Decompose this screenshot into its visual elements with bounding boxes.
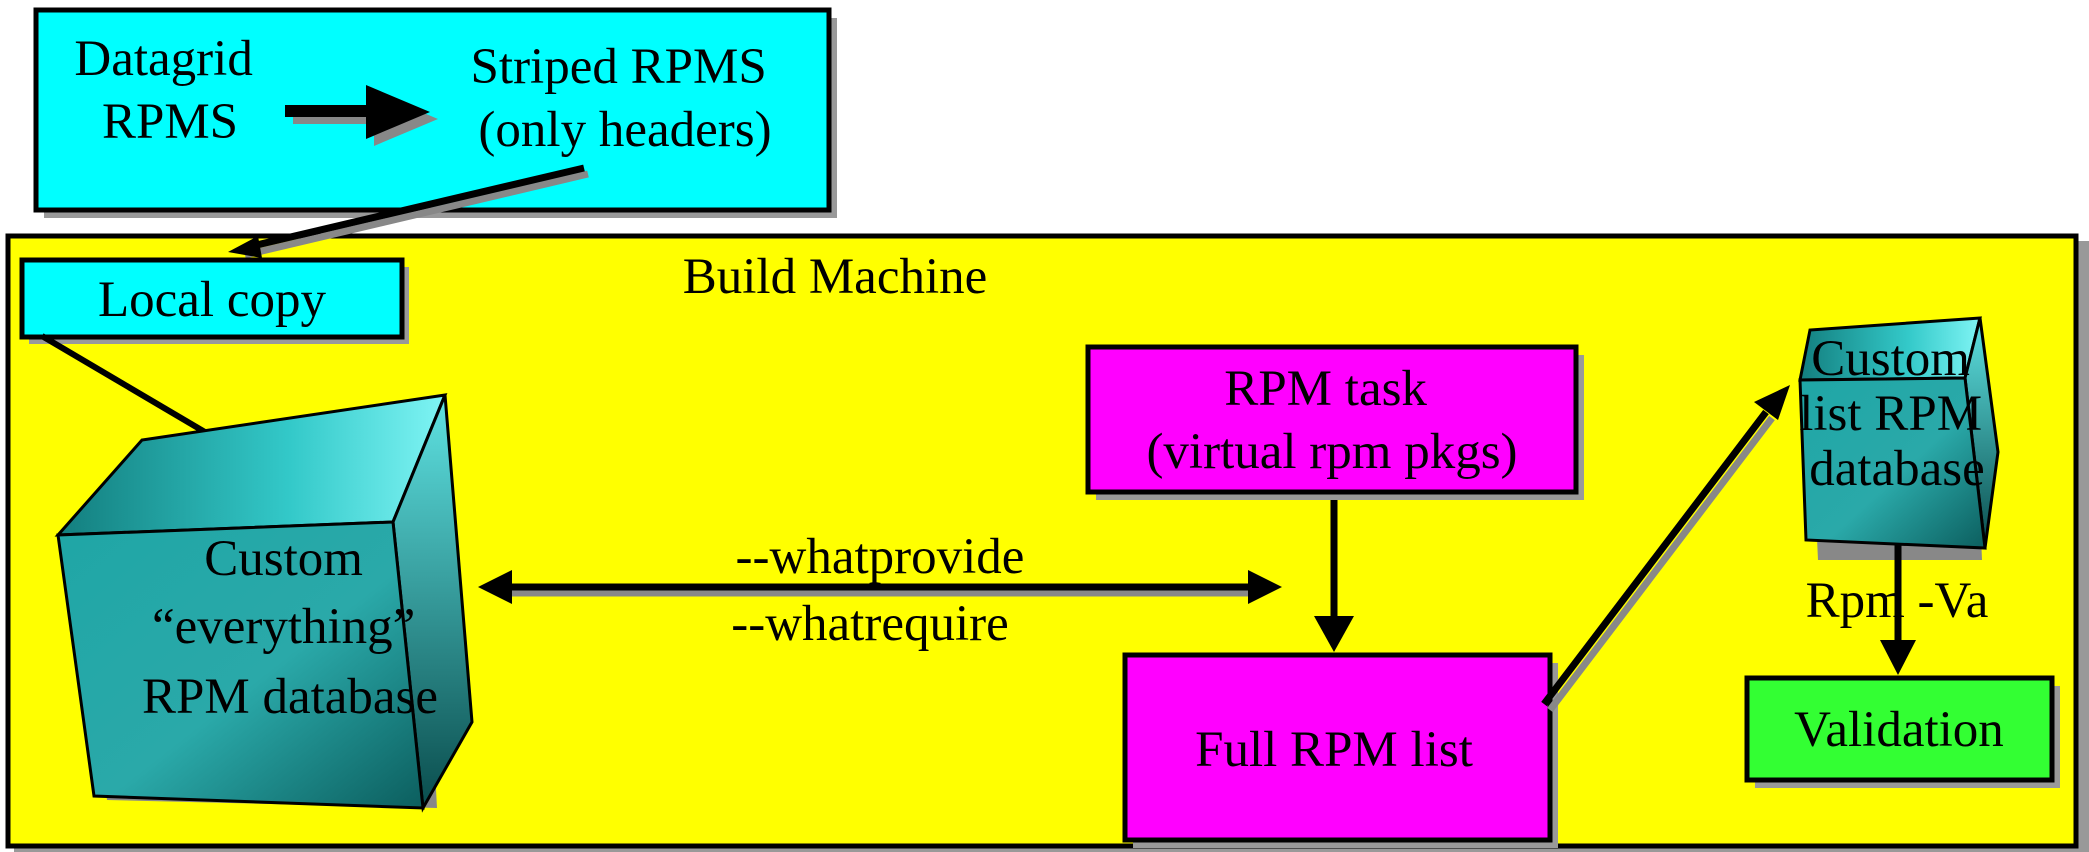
custom-list-db-cube [1798,316,2000,560]
whatprovide-label: --whatprovide [736,529,1025,585]
striped-rpms-label: Striped RPMS (only headers) [471,39,780,158]
source-rpms-box [33,7,837,218]
task-to-list-arrow [1314,500,1354,652]
full-rpm-list-label: Full RPM list [1195,722,1473,778]
validation-box [1744,675,2060,788]
query-arrow [478,570,1282,604]
full-rpm-list-box [1122,652,1558,848]
build-machine-title: Build Machine [683,249,988,305]
whatrequire-label: --whatrequire [731,596,1009,652]
list-to-db-arrow [1541,385,1790,713]
custom-list-db-label: Custom list RPM database [1799,331,1995,497]
copy-arrow [228,164,589,259]
rpm-va-label: Rpm -Va [1806,573,1989,629]
everything-db-label: Custom “everything” RPM database [142,531,438,725]
verify-arrow [1880,544,1916,675]
rpm-task-label: RPM task (virtual rpm pkgs) [1146,361,1517,480]
local-copy-box [19,257,409,344]
validation-label: Validation [1794,702,2004,758]
rpm-task-box [1085,344,1584,500]
strip-arrow [285,85,438,146]
datagrid-rpms-label: Datagrid RPMS [74,31,265,150]
local-copy-label: Local copy [98,272,326,328]
everything-db-cube [54,393,474,813]
